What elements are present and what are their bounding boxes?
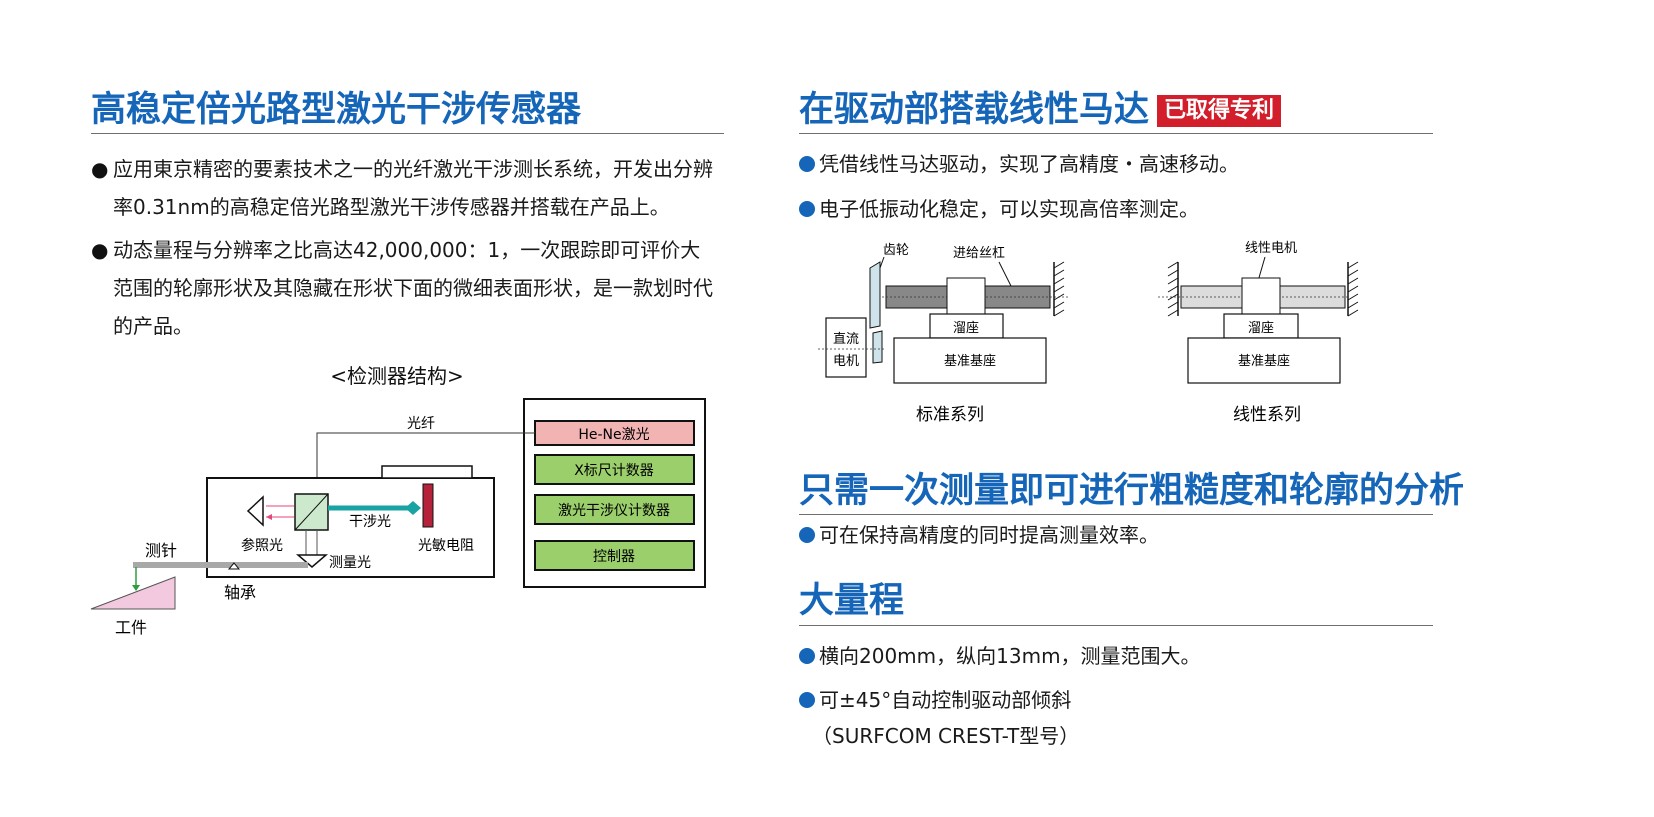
interference-label: 干涉光 <box>349 514 391 530</box>
beam-splitter-diagonal <box>294 493 329 531</box>
slider-label: 溜座 <box>953 321 979 336</box>
linear-motor-item-1: 凭借线性马达驱动，实现了高精度・高速移动。 <box>799 150 1239 178</box>
linear-base-label: 基准基座 <box>1238 354 1290 369</box>
measure-light-label: 测量光 <box>329 555 371 571</box>
linear-reference-base <box>1187 337 1341 384</box>
he-ne-laser-label: He-Ne激光 <box>578 426 649 443</box>
reference-prism <box>246 495 264 527</box>
detector-diagram-title: <检测器结构> <box>330 364 464 388</box>
photo-resistor-label: 光敏电阻 <box>418 538 474 554</box>
linear-slider-block <box>1223 313 1299 339</box>
linear-series-diagram: 线性电机 溜座 基准基座 线性系列 <box>1158 241 1359 425</box>
fiber-label: 光纤 <box>407 416 435 432</box>
left-paragraph-1: ● 应用東京精密的要素技术之一的光纤激光干涉测长系统，开发出分辨率0.31nm的… <box>91 150 719 226</box>
he-ne-laser-box <box>534 420 695 446</box>
gear-plate-1 <box>869 261 881 329</box>
right-heading-roughness: 只需一次测量即可进行粗糙度和轮廓的分析 <box>799 471 1465 511</box>
stylus-label: 测针 <box>145 541 177 560</box>
patent-badge: 已取得专利 <box>1157 95 1282 127</box>
detector-structure-diagram: <检测器结构> He-Ne激光 X标尺计数器 激光干涉仪计数器 控制器 光纤 干… <box>90 364 706 637</box>
left-paragraph-1-text: 应用東京精密的要素技术之一的光纤激光干涉测长系统，开发出分辨率0.31nm的高稳… <box>113 157 713 219</box>
right-heading-range: 大量程 <box>799 581 905 621</box>
lead-screw-pointer <box>998 261 1012 287</box>
blue-bullet-icon <box>799 648 815 664</box>
bearing-label: 轴承 <box>224 583 256 602</box>
controller-box <box>534 540 695 571</box>
motor-coil-block <box>1241 277 1281 315</box>
blue-bullet-icon <box>799 201 815 217</box>
linear-motor-item-2: 电子低振动化稳定，可以实现高倍率测定。 <box>799 195 1199 223</box>
laser-counter-box <box>534 494 695 525</box>
right-heading-linear-motor: 在驱动部搭载线性马达 <box>799 90 1150 130</box>
nut-block <box>946 277 986 315</box>
lead-screw-label: 进给丝杠 <box>953 245 1005 261</box>
x-scale-counter-box <box>534 454 695 485</box>
range-item-2-text: 可±45°自动控制驱动部倾斜 <box>819 688 1072 712</box>
reference-label: 参照光 <box>241 537 283 554</box>
roughness-item: 可在保持高精度的同时提高测量效率。 <box>799 521 1159 549</box>
bearing-pivot <box>227 562 241 570</box>
dc-motor <box>825 317 867 378</box>
linear-motor-item-1-text: 凭借线性马达驱动，实现了高精度・高速移动。 <box>819 152 1239 176</box>
right-heading-3-rule <box>799 625 1433 626</box>
range-item-2: 可±45°自动控制驱动部倾斜 <box>799 686 1071 714</box>
left-heading: 高稳定倍光路型激光干涉传感器 <box>91 90 582 130</box>
slider-block <box>929 313 1004 339</box>
blue-bullet-icon <box>799 527 815 543</box>
interference-diamond <box>405 501 421 515</box>
range-item-1-text: 横向200mm，纵向13mm，测量范围大。 <box>819 644 1201 668</box>
blue-bullet-icon <box>799 692 815 708</box>
linear-series-caption: 线性系列 <box>1233 405 1301 425</box>
right-wall-hatch <box>1347 261 1359 317</box>
gear-pointer <box>879 256 885 269</box>
dc-motor-label-2: 电机 <box>833 354 859 369</box>
reference-arrow <box>266 514 272 520</box>
left-heading-rule <box>91 133 724 134</box>
stylus-tip-arrow <box>132 585 140 591</box>
gear-plate-2 <box>872 330 883 364</box>
measure-prism <box>295 554 329 568</box>
linear-slider-label: 溜座 <box>1248 321 1274 336</box>
standard-series-caption: 标准系列 <box>916 405 984 425</box>
range-item-1: 横向200mm，纵向13mm，测量范围大。 <box>799 642 1201 670</box>
linear-motor-item-2-text: 电子低振动化稳定，可以实现高倍率测定。 <box>819 197 1199 221</box>
dc-motor-label-1: 直流 <box>833 332 859 347</box>
wall-hatch <box>1053 261 1065 317</box>
left-wall-hatch <box>1167 261 1179 317</box>
range-item-2-note: （SURFCOM CREST-T型号） <box>812 724 1080 748</box>
controller-label: 控制器 <box>593 549 635 565</box>
gear-label: 齿轮 <box>883 243 909 258</box>
workpiece-label: 工件 <box>115 618 147 637</box>
linear-motor-label: 线性电机 <box>1245 241 1297 256</box>
reference-base <box>893 337 1047 384</box>
x-scale-counter-label: X标尺计数器 <box>574 463 654 479</box>
right-heading-2-rule <box>799 514 1433 515</box>
photo-resistor <box>422 483 434 528</box>
roughness-item-text: 可在保持高精度的同时提高测量效率。 <box>819 523 1159 547</box>
bullet-icon: ● <box>91 238 109 262</box>
detector-housing <box>206 477 495 578</box>
workpiece-wedge <box>90 576 176 610</box>
standard-series-diagram: 齿轮 进给丝杠 直流 电机 溜座 基准基座 标准系列 <box>818 243 1068 425</box>
left-paragraph-2-text: 动态量程与分辨率之比高达42,000,000：1，一次跟踪即可评价大范围的轮廓形… <box>113 238 713 338</box>
scale-bar <box>381 465 473 479</box>
left-paragraph-2: ● 动态量程与分辨率之比高达42,000,000：1，一次跟踪即可评价大范围的轮… <box>91 231 719 345</box>
laser-counter-label: 激光干涉仪计数器 <box>558 502 670 519</box>
right-heading-1-rule <box>799 133 1433 134</box>
base-label: 基准基座 <box>944 354 996 369</box>
blue-bullet-icon <box>799 156 815 172</box>
bullet-icon: ● <box>91 157 109 181</box>
